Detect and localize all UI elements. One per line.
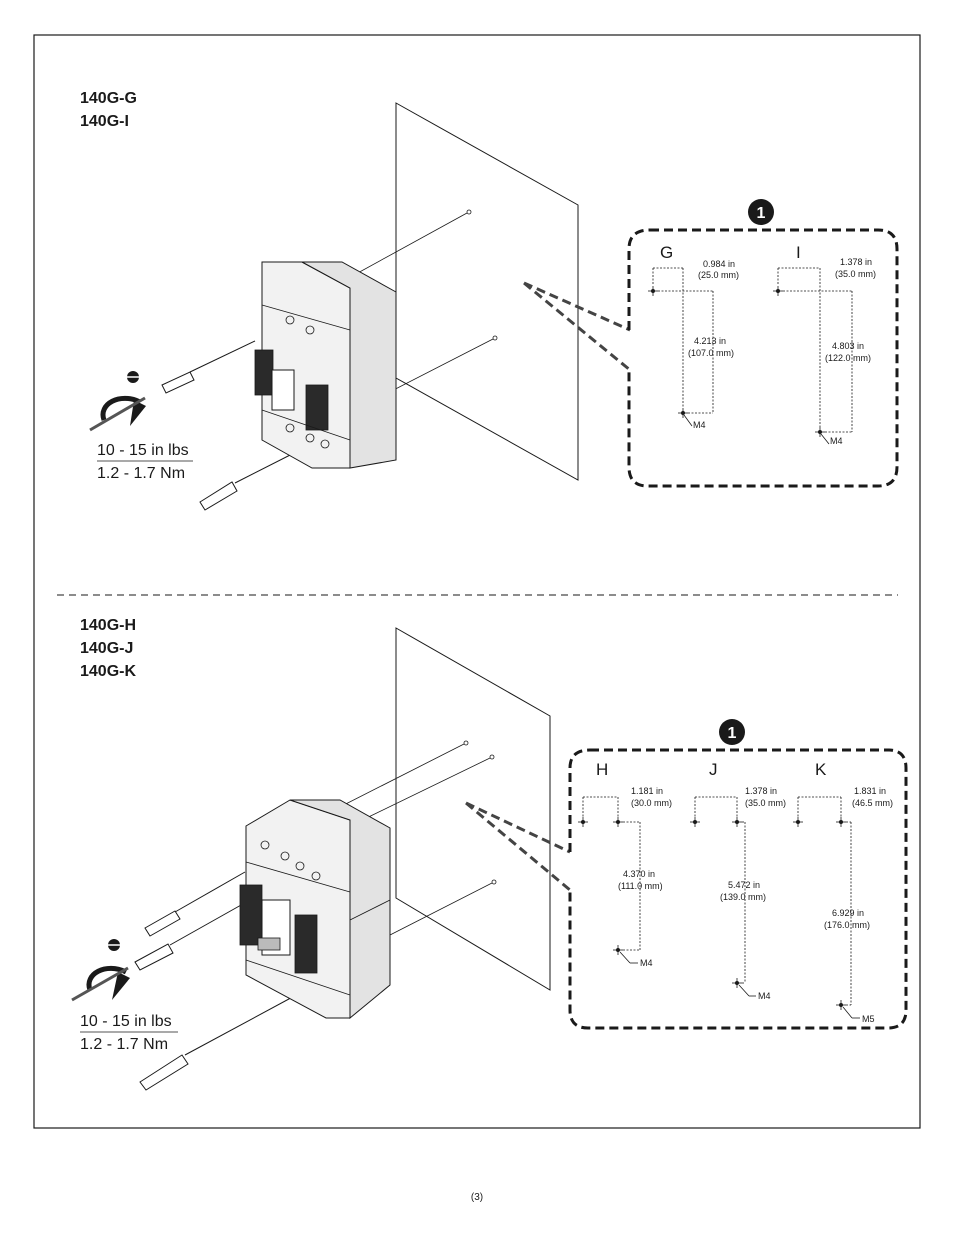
panel-hole (492, 335, 498, 341)
dim-width-mm: (30.0 mm) (631, 798, 672, 808)
screw (139, 992, 301, 1091)
dim-height-in: 6.929 in (832, 908, 864, 918)
dim-width-mm: (46.5 mm) (852, 798, 893, 808)
screw-size: M5 (862, 1014, 875, 1024)
dim-height-in: 4.370 in (623, 869, 655, 879)
page-frame (33, 34, 921, 1129)
pattern-letter: K (815, 760, 827, 779)
pattern-letter: G (660, 243, 673, 262)
pattern-letter: I (796, 243, 801, 262)
circuit-breaker (239, 799, 391, 1020)
flat-blade-icon (108, 939, 120, 951)
crosshair-hole-icon (732, 817, 742, 827)
dim-height-mm: (139.0 mm) (720, 892, 766, 902)
page-number: (3) (471, 1192, 483, 1203)
crosshair-hole-icon (613, 817, 623, 827)
pattern-letter: J (709, 760, 718, 779)
panel-hole (466, 209, 472, 215)
crosshair-hole-icon (732, 978, 742, 988)
screw-size: M4 (640, 958, 653, 968)
dim-height-mm: (111.0 mm) (618, 881, 663, 891)
pattern-j: J 1.378 in (35.0 mm) 5.472 in (139.0 mm)… (690, 760, 786, 1001)
dim-height-mm: (122.0 mm) (825, 353, 871, 363)
circuit-breaker (254, 261, 397, 469)
screw (134, 899, 251, 971)
model-label: 140G-K (80, 663, 136, 680)
dim-height-in: 4.803 in (832, 341, 864, 351)
dim-width-in: 1.181 in (631, 786, 663, 796)
mounting-panel (395, 102, 579, 481)
dim-height-in: 4.213 in (694, 336, 726, 346)
crosshair-hole-icon (613, 945, 623, 955)
torque-arrow-icon (89, 395, 146, 432)
pattern-i: I 1.378 in (35.0 mm) 4.803 in (122.0 mm)… (773, 243, 876, 446)
pattern-g: G 0.984 in (25.0 mm) 4.213 in (107.0 mm)… (648, 243, 739, 430)
model-label: 140G-I (80, 113, 129, 130)
mounting-panel (395, 627, 551, 991)
screw (144, 871, 246, 937)
crosshair-hole-icon (690, 817, 700, 827)
screw (199, 449, 301, 511)
upper-section: 140G-G 140G-I (80, 90, 899, 511)
crosshair-hole-icon (578, 817, 588, 827)
crosshair-hole-icon (836, 817, 846, 827)
detail-box (568, 748, 908, 1030)
lower-section: 140G-H 140G-J 140G-K (71, 617, 908, 1091)
dim-height-mm: (176.0 mm) (824, 920, 870, 930)
crosshair-hole-icon (836, 1000, 846, 1010)
flat-blade-icon (127, 371, 139, 383)
panel-hole (491, 879, 497, 885)
dim-width-mm: (25.0 mm) (698, 270, 739, 280)
dim-height-mm: (107.0 mm) (688, 348, 734, 358)
panel-hole (463, 740, 469, 746)
dim-width-in: 1.378 in (745, 786, 777, 796)
dim-width-mm: (35.0 mm) (835, 269, 876, 279)
detail-box (627, 228, 899, 488)
detail-leader (465, 801, 571, 892)
screw-size: M4 (758, 991, 771, 1001)
svg-text:1: 1 (757, 205, 766, 222)
model-label: 140G-G (80, 90, 137, 107)
svg-text:1: 1 (728, 725, 737, 742)
screw (161, 340, 256, 394)
dim-width-in: 0.984 in (703, 259, 735, 269)
torque-arrow-icon (71, 965, 130, 1002)
crosshair-hole-icon (815, 427, 825, 437)
pattern-k: K 1.831 in (46.5 mm) 6.929 in (176.0 mm)… (793, 760, 893, 1024)
detail-leader (523, 281, 631, 372)
model-label: 140G-H (80, 617, 136, 634)
pattern-letter: H (596, 760, 608, 779)
panel-hole (489, 754, 495, 760)
torque-nm: 1.2 - 1.7 Nm (97, 465, 185, 482)
model-label: 140G-J (80, 640, 133, 657)
dim-height-in: 5.472 in (728, 880, 760, 890)
numbered-callout-icon: 1 (719, 719, 745, 745)
screw-size: M4 (693, 420, 706, 430)
torque-in-lbs: 10 - 15 in lbs (97, 442, 189, 459)
screw-size: M4 (830, 436, 843, 446)
dim-width-in: 1.831 in (854, 786, 886, 796)
torque-nm: 1.2 - 1.7 Nm (80, 1036, 168, 1053)
torque-in-lbs: 10 - 15 in lbs (80, 1013, 172, 1030)
dim-width-mm: (35.0 mm) (745, 798, 786, 808)
pattern-h: H 1.181 in (30.0 mm) 4.370 in (111.0 mm)… (578, 760, 672, 968)
numbered-callout-icon: 1 (748, 199, 774, 225)
crosshair-hole-icon (793, 817, 803, 827)
crosshair-hole-icon (678, 408, 688, 418)
crosshair-hole-icon (773, 286, 783, 296)
crosshair-hole-icon (648, 286, 658, 296)
dim-width-in: 1.378 in (840, 257, 872, 267)
